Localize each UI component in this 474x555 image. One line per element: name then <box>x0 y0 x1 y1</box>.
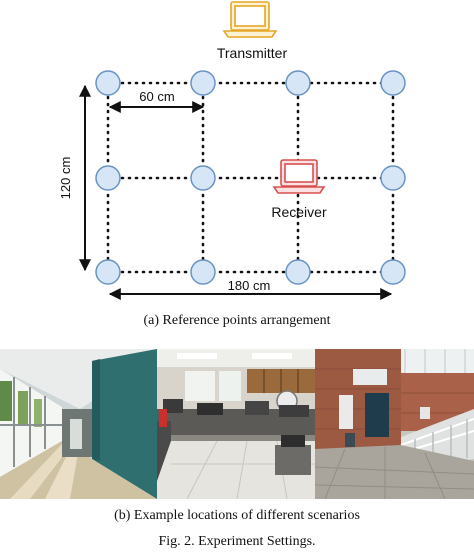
receiver-label: Receiver <box>271 204 327 220</box>
dimension-120-label: 120 cm <box>58 157 73 200</box>
receiver-laptop-icon <box>272 159 326 194</box>
reference-points <box>95 70 406 285</box>
reference-point-r2-c1 <box>95 165 121 191</box>
dimension-60-label: 60 cm <box>139 89 174 104</box>
photo-lobby <box>315 349 474 499</box>
transmitter-laptop-icon <box>222 1 278 38</box>
transmitter-label: Transmitter <box>217 45 288 61</box>
reference-point-r3-c4 <box>380 259 406 285</box>
photo-lab <box>157 349 315 499</box>
figure-caption: Fig. 2. Experiment Settings. <box>158 534 316 549</box>
caption-b: (b) Example locations of different scena… <box>114 508 360 523</box>
reference-point-r1-c4 <box>380 70 406 96</box>
caption-a: (a) Reference points arrangement <box>143 313 331 328</box>
reference-point-r2-c4 <box>380 165 406 191</box>
grid-lines <box>106 81 395 274</box>
reference-point-r3-c2 <box>190 259 216 285</box>
photo-corridor <box>0 349 157 499</box>
reference-point-r2-c2 <box>190 165 216 191</box>
scenario-photos <box>0 349 474 499</box>
reference-point-r1-c1 <box>95 70 121 96</box>
reference-point-r3-c3 <box>285 259 311 285</box>
reference-point-r3-c1 <box>95 259 121 285</box>
reference-point-r1-c3 <box>285 70 311 96</box>
dimension-180-label: 180 cm <box>228 278 271 293</box>
reference-points-diagram: Transmitter Receiver 60 cm 120 cm 180 cm <box>58 1 406 300</box>
reference-point-r1-c2 <box>190 70 216 96</box>
